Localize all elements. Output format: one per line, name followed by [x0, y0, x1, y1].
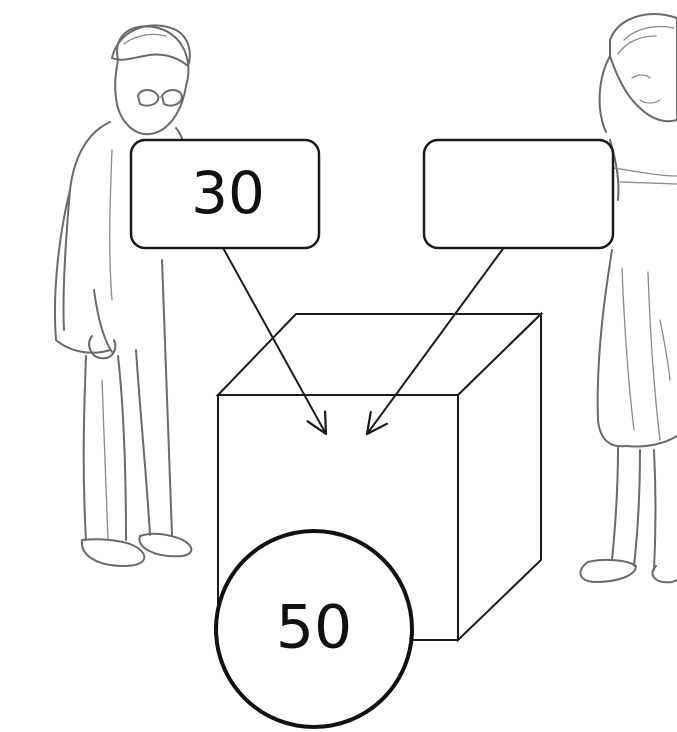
left-value-box: 30 [131, 140, 319, 248]
total-value-text: 50 [276, 593, 352, 663]
girl-figure [580, 14, 677, 582]
boy-figure [55, 25, 191, 566]
left-value-text: 30 [191, 159, 265, 227]
total-circle: 50 [216, 531, 412, 727]
right-value-box[interactable] [424, 140, 613, 248]
